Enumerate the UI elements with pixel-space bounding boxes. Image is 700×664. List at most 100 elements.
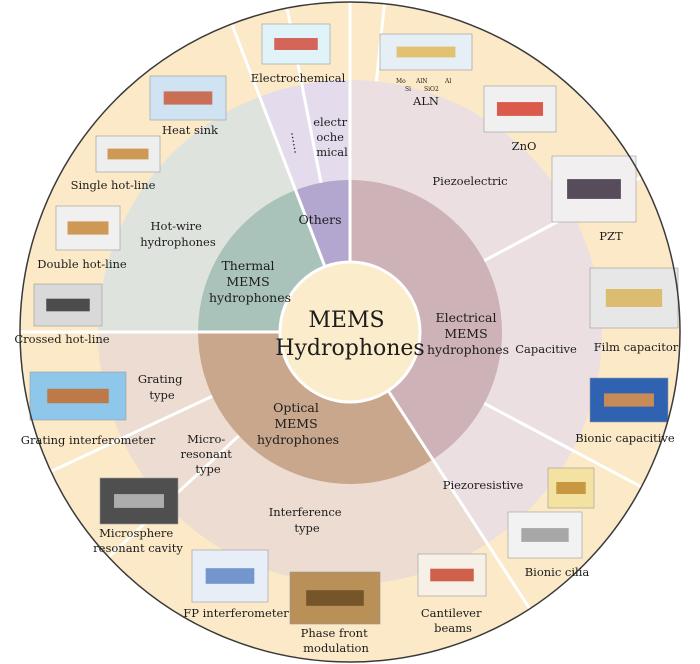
microsphere-image-feature <box>114 494 164 508</box>
divider-capacitive-piezoresistive <box>483 402 643 489</box>
film-capacitor-image <box>589 267 679 329</box>
example-pzt-line-1: PZT <box>599 229 623 243</box>
category-thermal-line-1: Thermal <box>221 258 274 273</box>
example-phase-front-line-1: Phase front <box>301 626 368 640</box>
example-electrochemical-line-1: Electrochemical <box>251 71 346 85</box>
double-hot-line-image-feature <box>67 221 109 235</box>
example-phase-front-line-2: modulation <box>303 641 369 655</box>
aln-schematic-labels: Mo AlN Al Si SiO2 <box>396 78 451 93</box>
example-cantilever-beams-line-2: beams <box>434 621 472 635</box>
example-microsphere-line-2: resonant cavity <box>93 541 183 555</box>
grating-interferometer-image <box>29 371 127 421</box>
mid-sector-optical <box>98 332 488 585</box>
inner-sector-electrical <box>350 180 503 460</box>
aln-label-sio2: SiO2 <box>424 86 439 93</box>
example-grating-interferometer: Grating interferometer <box>21 433 156 447</box>
center-circle <box>278 260 422 404</box>
crossed-hot-line-image <box>33 283 103 327</box>
sector-dividers <box>20 2 643 610</box>
example-microsphere-line-1: Microsphere <box>99 526 173 540</box>
category-thermal: Thermal MEMS hydrophones <box>209 258 291 305</box>
bionic-capacitive-image-feature <box>604 393 654 407</box>
category-optical-line-2: MEMS <box>274 416 317 431</box>
category-thermal-line-2: MEMS <box>226 274 269 289</box>
sub-hot-wire-line-1: Hot-wire <box>151 219 202 233</box>
crossed-hot-line-image-feature <box>46 298 90 312</box>
divider-thermal-others <box>230 23 327 268</box>
aln-image-feature <box>396 46 456 58</box>
sub-interference-line-2: type <box>294 521 319 535</box>
sub-micro-resonant-line-3: type <box>195 462 220 476</box>
aln-label-al: Al <box>444 78 451 85</box>
sub-micro-resonant-line-2: resonant <box>180 447 232 461</box>
category-optical-line-3: hydrophones <box>257 432 339 447</box>
bionic-cilia-image <box>507 511 583 559</box>
electrochemical-image <box>261 23 331 65</box>
outer-outline <box>19 1 681 663</box>
heat-sink-image-feature <box>163 91 213 105</box>
category-optical-line-1: Optical <box>273 400 319 415</box>
sub-electrochemical-line-3: mical <box>316 145 348 159</box>
divider-electrical-optical <box>386 389 531 610</box>
bionic-cilia-image-top <box>547 467 595 509</box>
aln-image <box>379 33 473 71</box>
sub-ellipsis-line-1: ...... <box>288 130 306 154</box>
bionic-cilia-image-feature <box>521 528 569 542</box>
zno-image <box>483 85 557 133</box>
example-phase-front: Phase front modulation <box>301 626 372 655</box>
category-ring <box>198 180 503 485</box>
film-capacitor-image-feature <box>605 289 663 307</box>
pzt-image <box>551 155 637 223</box>
aln-label-si: Si <box>405 86 411 93</box>
category-electrical: Electrical MEMS hydrophones <box>427 310 509 357</box>
pzt-image-feature <box>567 179 621 199</box>
example-film-capacitor: Film capacitor <box>594 340 679 354</box>
double-hot-line-image <box>55 205 121 251</box>
category-electrical-line-3: hydrophones <box>427 342 509 357</box>
zno-image-feature <box>496 102 544 116</box>
sub-capacitive: Capacitive <box>515 342 577 356</box>
bionic-capacitive-image <box>589 377 669 423</box>
example-microsphere: Microsphere resonant cavity <box>93 526 183 555</box>
example-film-capacitor-line-1: Film capacitor <box>594 340 679 354</box>
sub-piezoelectric: Piezoelectric <box>432 174 507 188</box>
sub-electrochemical-line-1: electr <box>313 115 347 129</box>
single-hot-line-image-feature <box>107 148 149 160</box>
example-heat-sink-line-1: Heat sink <box>162 123 219 137</box>
category-others-line-1: Others <box>298 212 341 227</box>
sub-interference: Interference type <box>269 505 346 535</box>
sub-capacitive-line-1: Capacitive <box>515 342 577 356</box>
center-title-line-1: MEMS <box>308 308 384 333</box>
sub-hot-wire: Hot-wire hydrophones <box>140 219 216 249</box>
example-cantilever-beams: Cantilever beams <box>421 606 485 635</box>
example-fp-interferometer: FP interferometer <box>183 606 289 620</box>
heat-sink-image <box>149 75 227 121</box>
sub-micro-resonant-line-1: Micro- <box>187 432 225 446</box>
sub-grating: Grating type <box>138 372 186 402</box>
cantilever-beams-image <box>417 553 487 597</box>
cantilever-beams-image-feature <box>430 568 474 582</box>
electrochemical-image-feature <box>274 38 318 50</box>
category-electrical-line-2: MEMS <box>444 326 487 341</box>
example-double-hot-line-line-1: Double hot-line <box>37 257 127 271</box>
sub-piezoelectric-line-1: Piezoelectric <box>432 174 507 188</box>
example-aln: ALN <box>412 94 439 108</box>
aln-label-mo: Mo <box>396 78 406 85</box>
example-single-hot-line: Single hot-line <box>71 178 156 192</box>
fp-interferometer-image-feature <box>205 568 255 584</box>
mid-sector-thermal <box>98 96 296 332</box>
sub-ellipsis: ...... <box>288 130 306 154</box>
bionic-cilia-image-top-feature <box>556 482 586 494</box>
example-single-hot-line-line-1: Single hot-line <box>71 178 156 192</box>
example-zno-line-1: ZnO <box>512 139 537 153</box>
example-zno: ZnO <box>512 139 537 153</box>
phase-front-image <box>289 571 381 625</box>
category-optical: Optical MEMS hydrophones <box>257 400 339 447</box>
example-grating-interferometer-line-1: Grating interferometer <box>21 433 156 447</box>
sub-electrochemical: electr oche mical <box>313 115 351 159</box>
example-pzt: PZT <box>599 229 623 243</box>
example-bionic-cilia: Bionic cilia <box>525 565 590 579</box>
microsphere-image <box>99 477 179 525</box>
example-crossed-hot-line-line-1: Crossed hot-line <box>14 332 109 346</box>
